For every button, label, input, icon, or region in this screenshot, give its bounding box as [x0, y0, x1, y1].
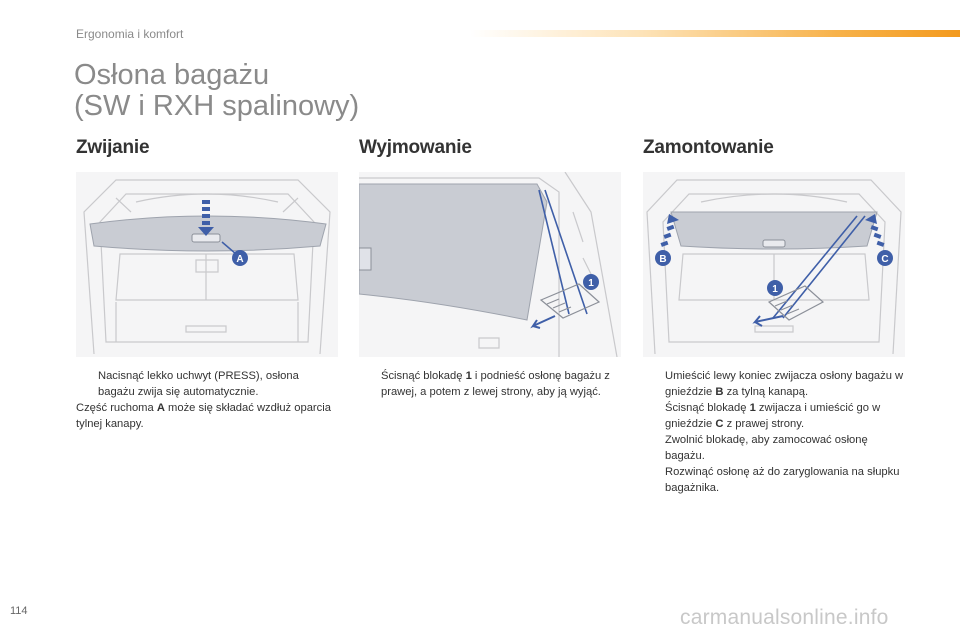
instruction-bullet: Umieścić lewy koniec zwijacza osłony bag…: [643, 368, 905, 400]
column-zwijanie: Zwijanie: [76, 136, 346, 430]
figure-wyjmowanie: 1: [359, 172, 621, 357]
callout-1-marker: [583, 274, 599, 290]
figure-zwijanie: A: [76, 172, 338, 357]
watermark: carmanualsonline.info: [680, 606, 889, 629]
instruction-text: Ścisnąć blokadę: [381, 370, 466, 382]
section-header: Ergonomia i komfort: [76, 27, 184, 41]
instruction-bullet: Ścisnąć blokadę 1 zwijacza i umieścić go…: [643, 400, 905, 432]
reference-label: C: [715, 418, 724, 430]
page-number: 114: [10, 605, 28, 617]
callout-b-marker: [655, 250, 671, 266]
heading-wyjmowanie: Wyjmowanie: [359, 137, 472, 158]
instruction-bullet: Nacisnąć lekko uchwyt (PRESS), osłona ba…: [76, 368, 338, 400]
callout-c-label: C: [881, 254, 888, 265]
callout-a-label: A: [236, 254, 243, 265]
callout-b-label: B: [659, 254, 666, 265]
instruction-bullet: Rozwinąć osłonę aż do zaryglowania na sł…: [643, 464, 905, 496]
figure-zamontowanie: B C 1: [643, 172, 905, 357]
page-title: Osłona bagażu (SW i RXH spalinowy): [74, 60, 359, 122]
reference-label: B: [715, 386, 724, 398]
trunk-illustration-2: 1: [359, 172, 618, 357]
callout-1-label: 1: [772, 284, 778, 295]
reference-label: 1: [749, 402, 756, 414]
heading-zwijanie: Zwijanie: [76, 137, 150, 158]
instruction-text: zwijacza i umieścić go w gnieździe: [665, 402, 881, 430]
instruction-text: może się składać wzdłuż oparcia tylnej k…: [76, 402, 331, 430]
header-accent-bar: [470, 30, 960, 37]
callout-1-label: 1: [588, 278, 594, 289]
text-wyjmowanie: Ścisnąć blokadę 1 i podnieść osłonę baga…: [359, 368, 621, 400]
callout-c-marker: [877, 250, 893, 266]
instruction-note: Część ruchoma A może się składać wzdłuż …: [76, 400, 338, 432]
instruction-text: Umieścić lewy koniec zwijacza osłony bag…: [665, 370, 904, 398]
column-wyjmowanie: Wyjmowanie 1 Ścisnąć blokadę 1 i podnieś…: [359, 136, 629, 398]
reference-label: A: [156, 402, 165, 414]
instruction-text: Rozwinąć osłonę aż do zaryglowania na sł…: [665, 466, 900, 494]
instruction-text: z prawej strony.: [723, 418, 805, 430]
instruction-text: Ścisnąć blokadę: [665, 402, 750, 414]
text-zamontowanie: Umieścić lewy koniec zwijacza osłony bag…: [643, 368, 905, 496]
page-title-line-1: Osłona bagażu: [74, 59, 270, 91]
instruction-text: Zwolnić blokadę, aby zamocować osłonę ba…: [665, 434, 868, 462]
callout-a-marker: [232, 250, 248, 266]
instruction-bullet: Zwolnić blokadę, aby zamocować osłonę ba…: [643, 432, 905, 464]
instruction-text: Nacisnąć lekko uchwyt (PRESS), osłona ba…: [98, 370, 299, 398]
heading-zamontowanie: Zamontowanie: [643, 137, 774, 158]
reference-label: 1: [465, 370, 472, 382]
trunk-illustration-1: A: [83, 179, 331, 355]
page-title-line-2: (SW i RXH spalinowy): [74, 90, 360, 122]
text-zwijanie: Nacisnąć lekko uchwyt (PRESS), osłona ba…: [76, 368, 338, 432]
instruction-bullet: Ścisnąć blokadę 1 i podnieść osłonę baga…: [359, 368, 621, 400]
instruction-text: za tylną kanapą.: [723, 386, 809, 398]
callout-1-marker: [767, 280, 783, 296]
instruction-text: Część ruchoma: [76, 402, 157, 414]
trunk-illustration-3: B C 1: [646, 179, 902, 355]
instruction-text: i podnieść osłonę bagażu z prawej, a pot…: [381, 370, 610, 398]
column-zamontowanie: Zamontowanie: [643, 136, 913, 494]
